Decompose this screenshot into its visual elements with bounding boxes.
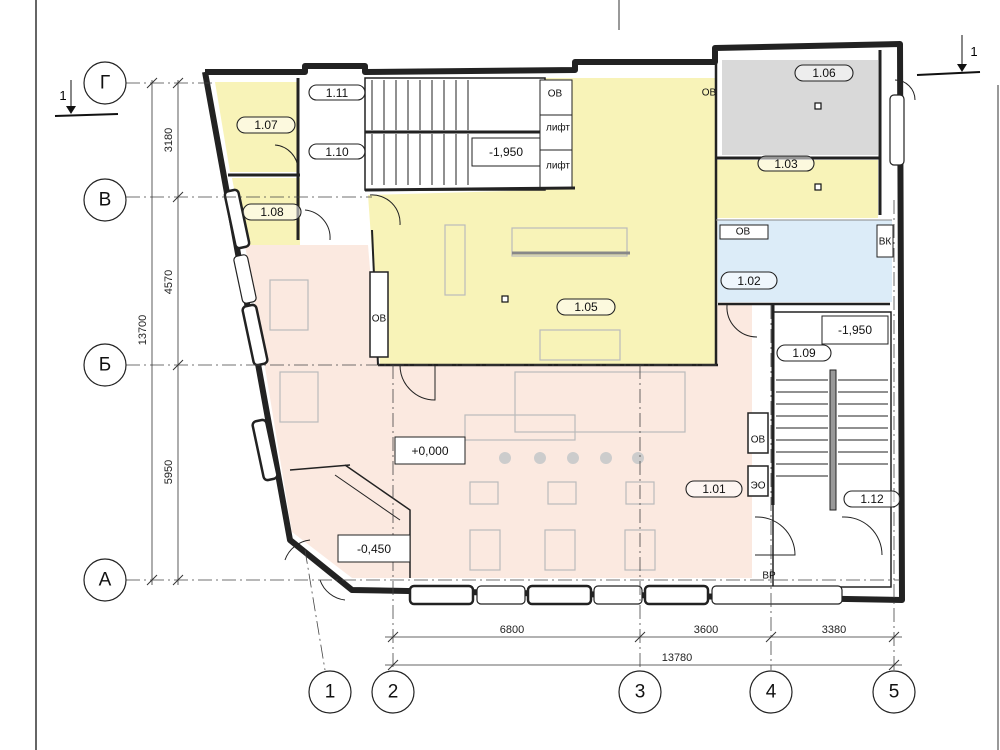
axis-label: 5: [889, 682, 900, 703]
dimension-13780: 13780: [662, 652, 693, 664]
svg-text:-1,950: -1,950: [489, 145, 523, 159]
svg-text:1.05: 1.05: [574, 300, 598, 314]
axis-label: 1: [325, 682, 336, 703]
svg-text:1.06: 1.06: [812, 66, 836, 80]
doors: [274, 79, 916, 601]
elevator-label: лифт: [546, 122, 570, 134]
room-label-1.10: 1.10: [308, 143, 366, 160]
svg-text:1.03: 1.03: [774, 157, 798, 171]
svg-text:1.02: 1.02: [737, 274, 761, 288]
kitchen-rack: [444, 224, 466, 296]
kitchen-equipment: [511, 227, 628, 257]
shaft-vk: ВК: [879, 237, 892, 248]
level-hall: +0,000: [394, 436, 466, 465]
shaft-ov: ОВ: [751, 435, 766, 446]
axis-label: 3: [635, 682, 646, 703]
horizontal-dimensions: 6800 3600 3380 13780: [385, 624, 902, 671]
axis-col-3: 3: [618, 670, 662, 714]
shaft-ov: ОВ: [736, 227, 751, 238]
axis-row-a: А: [83, 558, 127, 602]
svg-text:1.10: 1.10: [325, 145, 349, 159]
svg-text:1.11: 1.11: [326, 86, 349, 100]
axis-row-g: Г: [83, 61, 127, 105]
dimension-4570: 4570: [163, 270, 175, 294]
room-label-1.07: 1.07: [236, 116, 296, 134]
room-label-1.08: 1.08: [242, 203, 302, 221]
windows: [223, 94, 905, 606]
dimension-3600: 3600: [694, 624, 718, 636]
shaft-eo: ЭО: [751, 481, 766, 492]
floor-drain-icons: [501, 102, 822, 303]
stair-left: [364, 77, 573, 191]
axis-row-b: Б: [83, 343, 127, 387]
axis-label: А: [99, 570, 112, 591]
room-label-1.06: 1.06: [794, 64, 854, 82]
room-1.05-fill: [368, 78, 715, 365]
svg-text:1.08: 1.08: [260, 205, 284, 219]
room-1.06-fill: [722, 60, 878, 155]
grid-lines: [126, 82, 900, 671]
axis-col-2: 2: [371, 670, 415, 714]
axis-col-4: 4: [749, 670, 793, 714]
axis-row-v: В: [83, 178, 127, 222]
dimension-5950: 5950: [163, 460, 175, 484]
room-1.03-fill: [717, 160, 878, 218]
elevator-label: лифт: [546, 160, 570, 172]
floor-drain-icon: [814, 183, 822, 191]
axis-label: Г: [100, 73, 110, 94]
room-label-1.02: 1.02: [720, 271, 778, 290]
room-label-1.05: 1.05: [556, 298, 616, 316]
svg-text:1.09: 1.09: [792, 346, 816, 360]
section-mark-label: 1: [970, 44, 977, 59]
shaft-ov: ОВ: [372, 314, 387, 325]
svg-text:1.12: 1.12: [860, 492, 884, 506]
bar-stools: [499, 452, 644, 464]
axis-label: Б: [99, 355, 111, 376]
shaft-vr: ВР: [762, 571, 776, 582]
stove: [539, 329, 621, 361]
room-label-1.11: 1.11: [308, 84, 366, 101]
floor-drain-icon: [501, 295, 509, 303]
bar-counter: [514, 371, 686, 433]
dimension-6800: 6800: [500, 624, 524, 636]
room-label-1.03: 1.03: [757, 155, 815, 172]
dimension-13700: 13700: [137, 315, 149, 346]
level-entrance: -0,450: [337, 534, 411, 563]
svg-text:-0,450: -0,450: [357, 542, 391, 556]
svg-text:1.01: 1.01: [702, 482, 726, 496]
dimension-3180: 3180: [163, 128, 175, 152]
axis-col-5: 5: [872, 670, 916, 714]
axis-col-1: 1: [308, 670, 352, 714]
room-label-1.12: 1.12: [843, 490, 901, 508]
section-mark-label: 1: [59, 88, 66, 103]
section-mark-left: 1: [54, 80, 119, 117]
svg-text:1.07: 1.07: [254, 118, 278, 132]
room-label-1.01: 1.01: [685, 480, 743, 498]
shaft-ov: ОВ: [548, 89, 563, 100]
level-stair-right: -1,950: [821, 315, 889, 345]
shaft-ov: ОВ: [702, 88, 717, 99]
dimension-3380: 3380: [822, 624, 846, 636]
bar-equipment: [464, 414, 576, 441]
svg-text:-1,950: -1,950: [838, 323, 872, 337]
floor-drain-icon: [814, 102, 822, 110]
level-stair-left: -1,950: [471, 137, 541, 167]
axis-label: 4: [766, 682, 777, 703]
svg-text:+0,000: +0,000: [411, 444, 448, 458]
shaft-labels: ОВ ОВ лифт лифт ОВ ВК ОВ ОВ ЭО ВР: [369, 88, 894, 582]
room-label-1.09: 1.09: [776, 344, 832, 362]
axis-label: 2: [388, 682, 399, 703]
room-labels: 1.11 1.10 1.07 1.08 1.06 1.03 1.02 1.05 …: [236, 64, 901, 508]
vertical-dimensions: 3180 4570 13700 5950: [137, 77, 184, 586]
level-marks: -1,950 -1,950 +0,000 -0,450: [337, 137, 889, 563]
section-mark-right: 1: [916, 35, 981, 76]
axis-label: В: [99, 190, 112, 211]
